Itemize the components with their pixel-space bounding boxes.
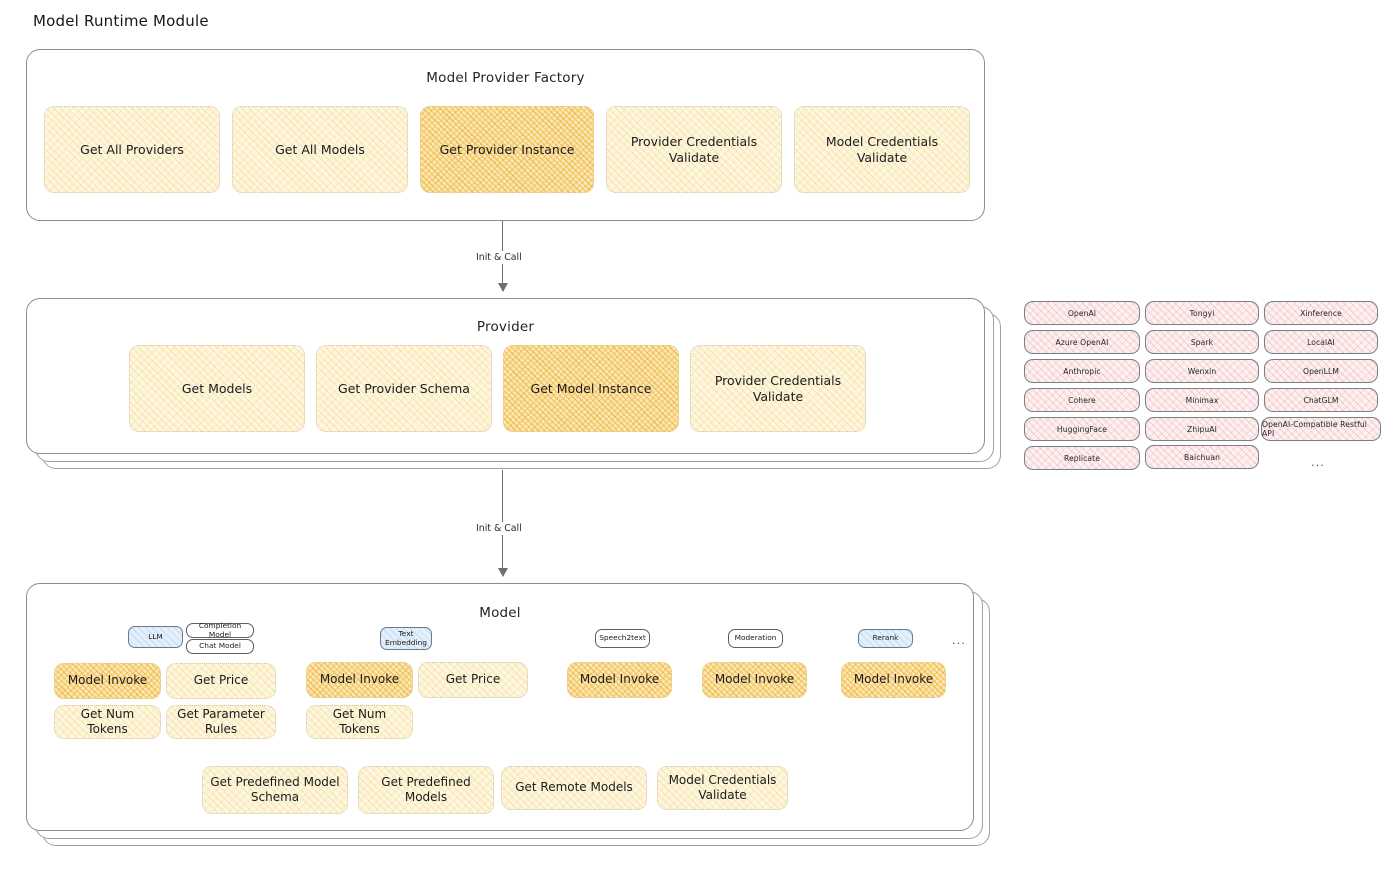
- llm-op-get-price[interactable]: Get Price: [166, 663, 276, 699]
- model-type-badge-moderation[interactable]: Moderation: [728, 629, 783, 648]
- model-provider-factory-title: Model Provider Factory: [426, 70, 585, 86]
- provider-pill-wenxin[interactable]: Wenxin: [1145, 359, 1259, 383]
- provider-op-get-models[interactable]: Get Models: [129, 345, 305, 432]
- model-subtype-badge-completion-model[interactable]: Completion Model: [186, 621, 254, 638]
- model-subtype-badge-chat-model[interactable]: Chat Model: [186, 639, 254, 654]
- model-title: Model: [479, 605, 521, 621]
- provider-pill-localai[interactable]: LocalAI: [1264, 330, 1378, 354]
- arrow-factory-to-provider-head: [497, 283, 508, 292]
- model-panel: Model: [26, 583, 974, 831]
- provider-pill-minimax[interactable]: Minimax: [1145, 388, 1259, 412]
- provider-op-provider-credentials-validate[interactable]: Provider Credentials Validate: [690, 345, 866, 432]
- provider-title: Provider: [476, 319, 535, 335]
- arrow-provider-to-model-head: [497, 568, 508, 577]
- provider-op-get-provider-schema[interactable]: Get Provider Schema: [316, 345, 492, 432]
- provider-list-more-ellipsis: ...: [1311, 456, 1326, 469]
- provider-pill-openllm[interactable]: OpenLLM: [1264, 359, 1378, 383]
- provider-pill-xinference[interactable]: Xinference: [1264, 301, 1378, 325]
- arrow-label-init-and-call-1: Init & Call: [472, 251, 526, 264]
- llm-op-model-invoke[interactable]: Model Invoke: [54, 663, 161, 699]
- provider-pill-anthropic[interactable]: Anthropic: [1024, 359, 1140, 383]
- factory-op-get-all-providers[interactable]: Get All Providers: [44, 106, 220, 193]
- provider-pill-openai-compatible-restful-api[interactable]: OpenAI-Compatible Restful API: [1261, 417, 1381, 441]
- model-op-get-predefined-models[interactable]: Get Predefined Models: [358, 766, 494, 814]
- model-type-badge-rerank[interactable]: Rerank: [858, 629, 913, 648]
- factory-op-model-credentials-validate[interactable]: Model Credentials Validate: [794, 106, 970, 193]
- provider-pill-zhipuai[interactable]: ZhipuAI: [1145, 417, 1259, 441]
- provider-pill-huggingface[interactable]: HuggingFace: [1024, 417, 1140, 441]
- provider-pill-azure-openai[interactable]: Azure OpenAI: [1024, 330, 1140, 354]
- provider-pill-cohere[interactable]: Cohere: [1024, 388, 1140, 412]
- provider-pill-chatglm[interactable]: ChatGLM: [1264, 388, 1378, 412]
- rerank-op-model-invoke[interactable]: Model Invoke: [841, 662, 946, 698]
- text-embedding-op-model-invoke[interactable]: Model Invoke: [306, 662, 413, 698]
- model-type-badge-text-embedding[interactable]: Text Embedding: [380, 627, 432, 650]
- page-title: Model Runtime Module: [33, 12, 209, 30]
- factory-op-get-all-models[interactable]: Get All Models: [232, 106, 408, 193]
- provider-op-get-model-instance[interactable]: Get Model Instance: [503, 345, 679, 432]
- model-op-get-predefined-model-schema[interactable]: Get Predefined Model Schema: [202, 766, 348, 814]
- provider-pill-baichuan[interactable]: Baichuan: [1145, 445, 1259, 469]
- speech2text-op-model-invoke[interactable]: Model Invoke: [567, 662, 672, 698]
- provider-pill-replicate[interactable]: Replicate: [1024, 446, 1140, 470]
- provider-pill-spark[interactable]: Spark: [1145, 330, 1259, 354]
- model-op-model-credentials-validate[interactable]: Model Credentials Validate: [657, 766, 788, 810]
- model-types-more-ellipsis: ...: [952, 634, 967, 647]
- provider-pill-openai[interactable]: OpenAI: [1024, 301, 1140, 325]
- arrow-label-init-and-call-2: Init & Call: [472, 522, 526, 535]
- moderation-op-model-invoke[interactable]: Model Invoke: [702, 662, 807, 698]
- provider-pill-tongyi[interactable]: Tongyi: [1145, 301, 1259, 325]
- model-op-get-remote-models[interactable]: Get Remote Models: [501, 766, 647, 810]
- factory-op-provider-credentials-validate[interactable]: Provider Credentials Validate: [606, 106, 782, 193]
- factory-op-get-provider-instance[interactable]: Get Provider Instance: [420, 106, 594, 193]
- llm-op-get-parameter-rules[interactable]: Get Parameter Rules: [166, 705, 276, 739]
- text-embedding-op-get-price[interactable]: Get Price: [418, 662, 528, 698]
- llm-op-get-num-tokens[interactable]: Get Num Tokens: [54, 705, 161, 739]
- model-type-badge-llm[interactable]: LLM: [128, 626, 183, 648]
- model-type-badge-speech2text[interactable]: Speech2text: [595, 629, 650, 648]
- text-embedding-op-get-num-tokens[interactable]: Get Num Tokens: [306, 705, 413, 739]
